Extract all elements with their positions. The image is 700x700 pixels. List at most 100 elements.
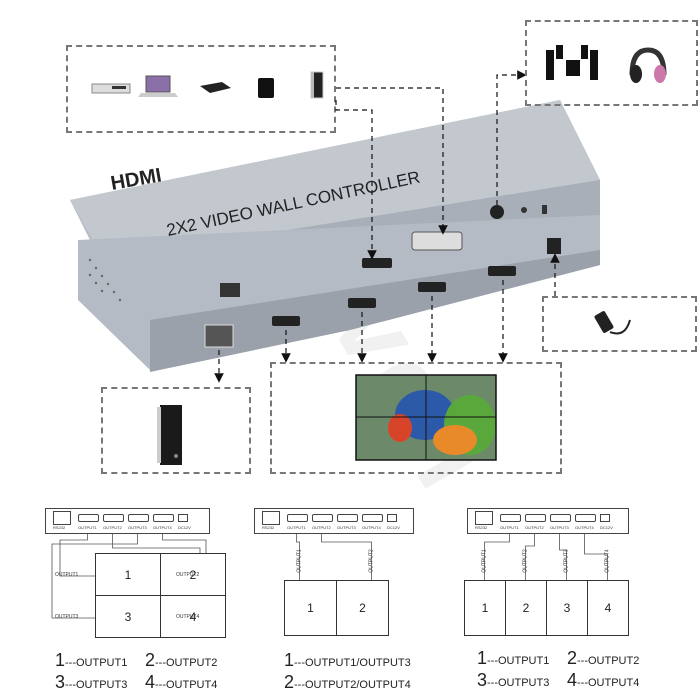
control-pc-icon [157,405,182,465]
connector-line [559,534,567,580]
legend-number: 3 [477,670,488,690]
legend-item: 3---OUTPUT3 [477,670,549,691]
media-player-icon [200,82,231,93]
audio-output-box [525,20,698,106]
port-label: OUTPUT1 [78,525,97,530]
hdmi-output-port [312,514,333,522]
legend-number: 4 [145,672,156,692]
screen-cell: 4 [587,580,629,636]
legend-item: 1---OUTPUT1 [55,650,127,671]
output-side-label: OUTPUT2 [522,549,529,573]
port-label: DC12V [387,525,400,530]
legend-text: ---OUTPUT3 [65,679,128,691]
output3-port [418,282,446,292]
hdmi-output-port [103,514,124,522]
port-label: OUTPUT2 [103,525,122,530]
legend-text: ---OUTPUT3 [487,677,550,689]
port-label: OUTPUT3 [550,525,569,530]
port-label: OUTPUT3 [128,525,147,530]
screen-cell: 2 [336,580,389,636]
output-side-label: OUTPUT2 [368,549,375,573]
legend-item: 2---OUTPUT2/OUTPUT4 [284,672,411,693]
hdmi-output-port [337,514,358,522]
legend-number: 1 [284,650,295,670]
screen-cell: 3 [546,580,588,636]
legend-number: 1 [477,648,488,668]
set-top-box-icon [258,78,274,98]
connector-line [51,534,138,619]
port-label: DC12V [178,525,191,530]
screen-cell: 2 [160,553,226,596]
dc-power-port [547,238,561,254]
connector-line [484,534,510,580]
output-side-label: OUTPUT1 [296,549,303,573]
port-label: OUTPUT1 [500,525,519,530]
legend-number: 2 [145,650,156,670]
video-wall-controller-device [70,100,600,372]
power-switch [220,283,240,297]
legend-item: 1---OUTPUT1/OUTPUT3 [284,650,411,671]
video-wall-image [355,374,497,461]
connector-line [296,534,301,580]
screen-cell: 4 [160,595,226,638]
hdmi-output-port [287,514,308,522]
rs232-port [262,511,280,525]
legend-item: 3---OUTPUT3 [55,672,127,693]
dvi-in-port [411,231,463,251]
control-pc-box [101,387,251,474]
output-side-label: OUTPUT2 [176,572,200,578]
dc-port [387,514,397,522]
hdmi-output-port [78,514,99,522]
port-label: OUTPUT4 [575,525,594,530]
connector-line [321,534,373,580]
legend-text: ---OUTPUT4 [577,677,640,689]
device-panel [254,508,414,534]
output-side-label: OUTPUT1 [55,572,79,578]
dc-port [178,514,188,522]
ir-sensor [542,205,547,214]
screen-cell: 1 [464,580,506,636]
port-label: RS232 [262,525,275,530]
port-label: RS232 [475,525,488,530]
legend-item: 4---OUTPUT4 [567,670,639,691]
hdmi-output-port [362,514,383,522]
power-adapter-box [542,296,697,352]
pc-tower-icon [310,71,324,99]
screen-cell: 2 [505,580,547,636]
legend-number: 3 [55,672,66,692]
connector-line [584,534,608,580]
hdmi-output-port [575,514,596,522]
legend-text: ---OUTPUT1 [487,655,550,667]
port-label: OUTPUT4 [153,525,172,530]
hdmi-output-port [550,514,571,522]
source-devices-box [66,45,336,133]
port-label: RS232 [53,525,66,530]
output-side-label: OUTPUT3 [55,614,79,620]
video-wall-box [270,362,562,474]
legend-text: ---OUTPUT4 [155,679,218,691]
hdmi-output-port [128,514,149,522]
rs232-port [475,511,493,525]
port-label: DC12V [600,525,613,530]
dvd-player-icon [91,83,131,94]
headphones-icon [629,47,667,83]
screen-cell: 1 [95,553,161,596]
hdmi-output-port [500,514,521,522]
screen-cell: 3 [95,595,161,638]
switch-button [521,207,527,213]
legend-item: 2---OUTPUT2 [567,648,639,669]
connector-line [525,534,535,580]
hdmi-in-port [362,258,392,268]
legend-text: ---OUTPUT1/OUTPUT3 [294,657,411,669]
screen-cell: 1 [284,580,337,636]
output1-port [272,316,300,326]
legend-text: ---OUTPUT2/OUTPUT4 [294,679,411,691]
hdmi-output-port [525,514,546,522]
laptop-icon [138,75,178,97]
connector-line [59,534,95,577]
power-adapter-icon [594,311,631,335]
output-side-label: OUTPUT1 [481,549,488,573]
output-side-label: OUTPUT3 [563,549,570,573]
